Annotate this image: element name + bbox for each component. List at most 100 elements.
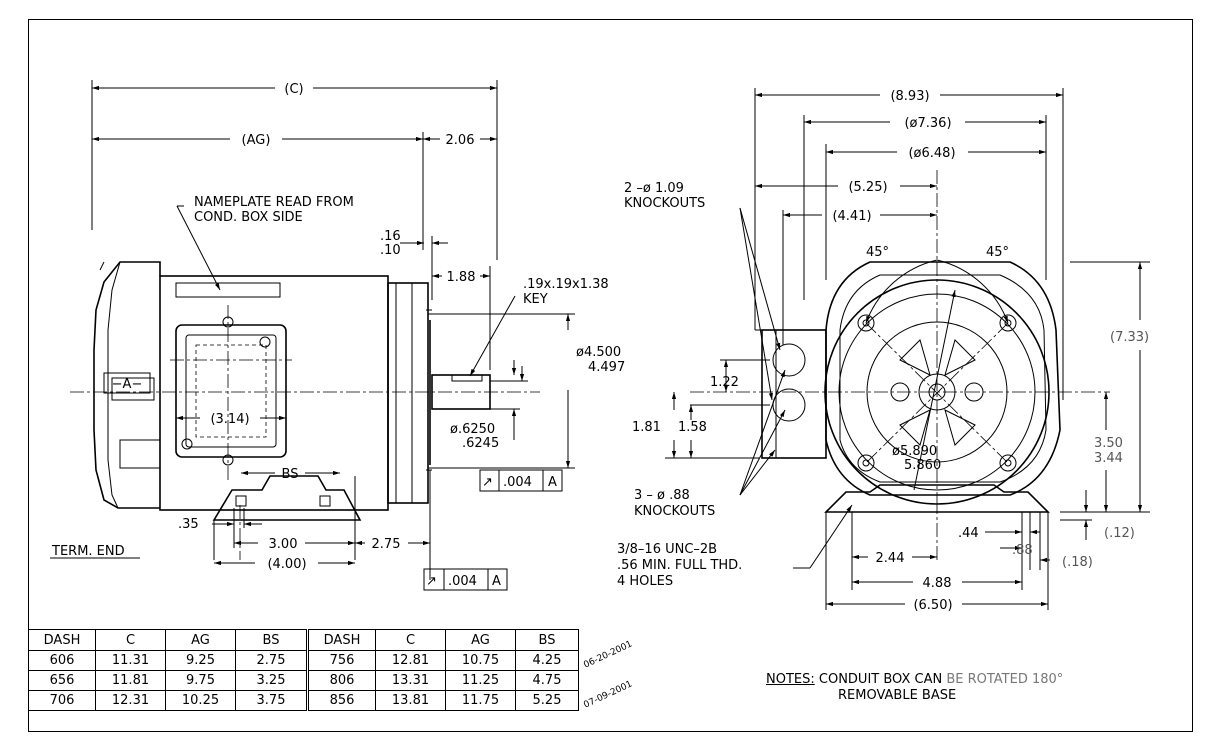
dim-2-06: 2.06 bbox=[446, 133, 475, 148]
dim-3-00: 3.00 bbox=[269, 537, 298, 552]
dim-4-88: 4.88 bbox=[923, 576, 952, 591]
table-cell: 806 bbox=[306, 670, 376, 691]
dim-4-00: (4.00) bbox=[267, 557, 306, 572]
table-cell: 11.25 bbox=[445, 670, 516, 691]
dim-1-88: 1.88 bbox=[447, 270, 476, 285]
dim-2-44: 2.44 bbox=[876, 551, 905, 566]
dim-35: .35 bbox=[178, 517, 199, 532]
dim-1-22: 1.22 bbox=[710, 375, 739, 390]
holes-spec-3: 4 HOLES bbox=[617, 574, 673, 589]
runout-symbol-2: ↗ bbox=[426, 574, 437, 589]
dim-5-25: (5.25) bbox=[848, 180, 887, 195]
runout-symbol-1: ↗ bbox=[482, 475, 493, 490]
knockouts-top-1: 2 –ø 1.09 bbox=[624, 181, 684, 196]
table-cell: 9.75 bbox=[165, 670, 236, 691]
dimension-table: DASH C AG BS DASH C AG BS 606 11.31 9.25… bbox=[28, 629, 579, 711]
table-cell: 12.81 bbox=[375, 650, 446, 671]
knockouts-top-2: KNOCKOUTS bbox=[624, 196, 705, 211]
header-dash: DASH bbox=[28, 629, 96, 651]
notes-block: NOTES: CONDUIT BOX CAN BE ROTATED 180° R… bbox=[766, 672, 1063, 704]
header-ag: AG bbox=[165, 629, 236, 651]
header-c: C bbox=[95, 629, 166, 651]
dim-ag: (AG) bbox=[242, 133, 271, 148]
table-cell: 10.75 bbox=[445, 650, 516, 671]
dia-4-500: ø4.500 bbox=[576, 345, 621, 360]
angle-left: 45° bbox=[866, 245, 889, 260]
dim-7-33: (7.33) bbox=[1110, 330, 1149, 345]
table-cell: 10.25 bbox=[165, 690, 236, 711]
dim-88: .88 bbox=[1012, 543, 1033, 558]
notes-line-1: NOTES: CONDUIT BOX CAN BE ROTATED 180° bbox=[766, 672, 1063, 688]
dia-4-497: 4.497 bbox=[588, 360, 625, 375]
dim-1-81: 1.81 bbox=[632, 420, 661, 435]
dim-c: (C) bbox=[284, 82, 303, 97]
dim-18: (.18) bbox=[1062, 555, 1093, 570]
dim-6-48: (ø6.48) bbox=[908, 146, 955, 161]
knockouts-bottom-1: 3 – ø .88 bbox=[634, 488, 690, 503]
nameplate-note-2: COND. BOX SIDE bbox=[194, 210, 303, 225]
shaft-dia-6250: ø.6250 bbox=[450, 422, 495, 437]
dim-44: .44 bbox=[958, 526, 979, 541]
side-view: (C) (AG) 2.06 NAMEPLATE READ FROM COND. … bbox=[50, 80, 625, 591]
table-row: 656 11.81 9.75 3.25 806 13.31 11.25 4.75 bbox=[28, 670, 579, 691]
dim-7-36: (ø7.36) bbox=[904, 116, 951, 131]
dim-16: .16 bbox=[380, 229, 401, 244]
table-cell: 2.75 bbox=[235, 650, 308, 671]
dim-12: (.12) bbox=[1104, 526, 1135, 541]
table-cell: 13.81 bbox=[375, 690, 446, 711]
header-ag-2: AG bbox=[445, 629, 516, 651]
dim-3-50: 3.50 bbox=[1094, 436, 1123, 451]
dim-6-50: (6.50) bbox=[913, 598, 952, 613]
notes-text-1a: CONDUIT BOX CAN bbox=[818, 672, 943, 687]
table-cell: 606 bbox=[28, 650, 96, 671]
holes-spec-1: 3/8–16 UNC–2B bbox=[617, 542, 717, 557]
notes-text-1b: BE ROTATED 180° bbox=[946, 672, 1064, 687]
table-cell: 13.31 bbox=[375, 670, 446, 691]
drawing-frame bbox=[28, 19, 1193, 732]
nameplate-note-1: NAMEPLATE READ FROM bbox=[194, 195, 354, 210]
table-cell: 3.75 bbox=[235, 690, 308, 711]
end-view: (8.93) (ø7.36) (ø6.48) 2 –ø 1.09 KNOCKOU… bbox=[617, 88, 1150, 613]
dim-1-58: 1.58 bbox=[678, 420, 707, 435]
notes-line-2: REMOVABLE BASE bbox=[838, 688, 957, 703]
notes-label: NOTES: bbox=[766, 672, 815, 687]
table-cell: 11.75 bbox=[445, 690, 516, 711]
dia-5-860: 5.860 bbox=[904, 458, 941, 473]
table-cell: 5.25 bbox=[515, 690, 579, 711]
header-bs-2: BS bbox=[515, 629, 579, 651]
table-cell: 12.31 bbox=[95, 690, 166, 711]
dim-3-14: (3.14) bbox=[210, 412, 249, 427]
key-label: KEY bbox=[523, 292, 548, 307]
holes-spec-2: .56 MIN. FULL THD. bbox=[617, 558, 742, 573]
runout-datum-2: A bbox=[492, 574, 501, 589]
runout-datum-1: A bbox=[548, 475, 557, 490]
datum-a: −A− bbox=[112, 377, 143, 392]
angle-right: 45° bbox=[986, 245, 1009, 260]
dim-4-41: (4.41) bbox=[832, 209, 871, 224]
table-cell: 706 bbox=[28, 690, 96, 711]
term-end-label: TERM. END bbox=[51, 544, 125, 559]
dim-8-93: (8.93) bbox=[890, 89, 929, 104]
table-cell: 3.25 bbox=[235, 670, 308, 691]
table-row: 606 11.31 9.25 2.75 756 12.81 10.75 4.25 bbox=[28, 650, 579, 671]
table-cell: 656 bbox=[28, 670, 96, 691]
header-bs: BS bbox=[235, 629, 308, 651]
table-cell: 756 bbox=[306, 650, 376, 671]
dim-bs: BS bbox=[282, 467, 299, 482]
table-row: 706 12.31 10.25 3.75 856 13.81 11.75 5.2… bbox=[28, 690, 579, 711]
table-cell: 856 bbox=[306, 690, 376, 711]
header-c-2: C bbox=[375, 629, 446, 651]
key-spec: .19x.19x1.38 bbox=[523, 277, 609, 292]
dim-3-44: 3.44 bbox=[1094, 451, 1123, 466]
table-cell: 4.25 bbox=[515, 650, 579, 671]
knockouts-bottom-2: KNOCKOUTS bbox=[634, 504, 715, 519]
table-cell: 11.31 bbox=[95, 650, 166, 671]
dia-5-890: ø5.890 bbox=[892, 444, 937, 459]
table-header-row: DASH C AG BS DASH C AG BS bbox=[28, 629, 579, 651]
runout-value-2: .004 bbox=[448, 574, 477, 589]
table-cell: 11.81 bbox=[95, 670, 166, 691]
header-dash-2: DASH bbox=[306, 629, 376, 651]
shaft-dia-6245: .6245 bbox=[462, 436, 499, 451]
dim-10: .10 bbox=[380, 243, 401, 258]
